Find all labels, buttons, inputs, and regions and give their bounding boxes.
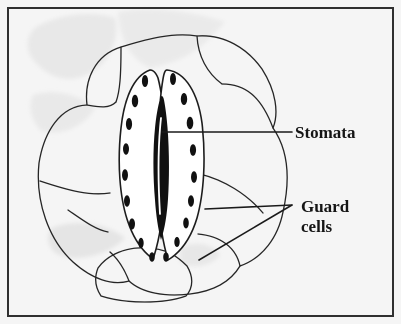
guard-cells-label-line1: Guard	[301, 197, 350, 216]
guard-cells-label-line2: cells	[301, 217, 333, 236]
stomata-label: Stomata	[295, 123, 356, 142]
subsidiary-cell	[96, 248, 192, 302]
